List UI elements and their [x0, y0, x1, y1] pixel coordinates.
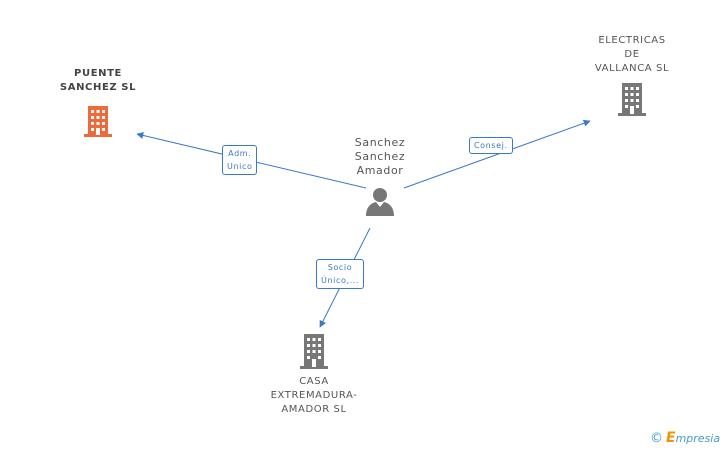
node-label-line: Amador: [356, 164, 404, 177]
edge-label-line: Consej.: [474, 141, 508, 150]
edge-label-line: Unico: [227, 162, 253, 171]
node-label-line: EXTREMADURA-: [270, 390, 358, 401]
node-label-line: ELECTRICAS: [598, 35, 666, 46]
edge-label-consej[interactable]: Consej.: [469, 137, 513, 154]
empresia-watermark: ©Empresia: [650, 430, 720, 446]
node-label-line: Sanchez: [354, 150, 406, 163]
brand-name: mpresia: [675, 432, 721, 445]
node-person-sanchez-amador[interactable]: Sanchez Sanchez Amador: [340, 136, 420, 216]
copyright-symbol: ©: [650, 431, 663, 446]
building-icon: [254, 333, 374, 369]
node-label-line: CASA: [299, 376, 329, 387]
node-label-line: SANCHEZ SL: [59, 82, 137, 93]
node-label-line: AMADOR SL: [281, 404, 347, 415]
node-label-line: PUENTE: [74, 68, 122, 79]
node-label-line: VALLANCA SL: [594, 63, 670, 74]
edge-line-consej: [403, 119, 591, 189]
node-puente-sanchez[interactable]: PUENTE SANCHEZ SL: [50, 67, 146, 137]
node-label-line: Sanchez: [354, 136, 406, 149]
node-electricas-vallanca[interactable]: ELECTRICAS DE VALLANCA SL: [580, 34, 684, 116]
brand-initial: E: [666, 430, 676, 446]
edge-label-line: Socio: [327, 263, 353, 272]
building-icon: [50, 105, 146, 137]
edge-label-adm-unico[interactable]: Adm. Unico: [222, 145, 258, 175]
person-icon: [340, 186, 420, 216]
edge-label-line: Único,...: [321, 276, 360, 285]
node-label-line: DE: [624, 49, 640, 60]
edge-label-line: Adm.: [228, 149, 252, 158]
building-icon: [580, 82, 684, 116]
edge-label-socio-unico[interactable]: Socio Único,...: [316, 259, 365, 289]
node-casa-extremadura[interactable]: CASA EXTREMADURA- AMADOR SL: [254, 333, 374, 417]
